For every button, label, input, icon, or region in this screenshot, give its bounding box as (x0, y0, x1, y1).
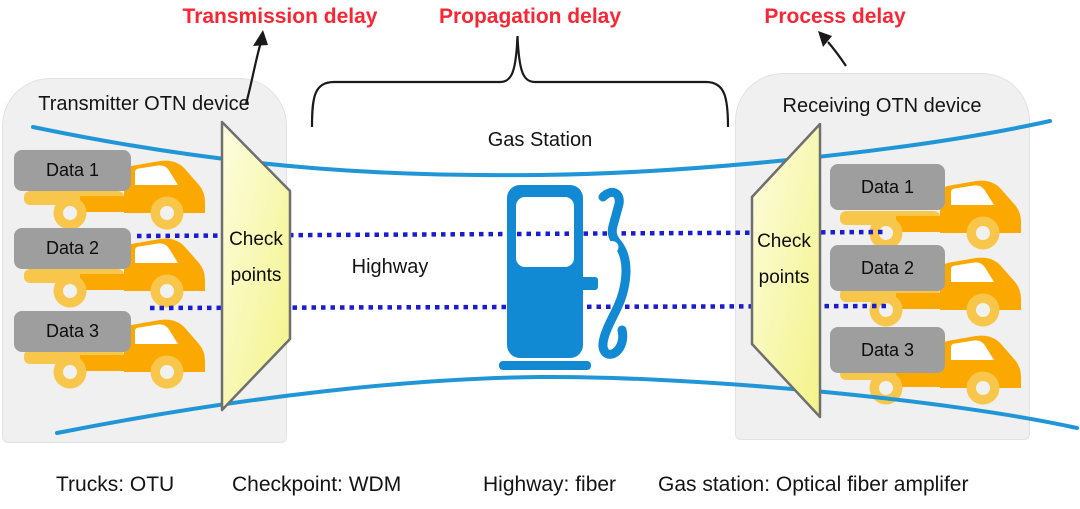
data-box: Data 2 (14, 228, 131, 269)
data-box-label: Data 2 (860, 257, 915, 278)
checkpoint-label-right: Check points (747, 224, 821, 296)
propagation-delay-label: Propagation delay (438, 5, 622, 28)
data-box-label: Data 1 (45, 160, 100, 180)
data-box: Data 3 (830, 327, 945, 373)
transmitter-device-title: Transmitter OTN device (38, 93, 250, 115)
legend-trucks: Trucks: OTU (56, 473, 175, 496)
checkpoint-label-left: Check points (219, 222, 293, 294)
data-box-label: Data 2 (45, 238, 100, 258)
checkpoint-word-1: Check (229, 229, 283, 250)
legend-checkpoint: Checkpoint: WDM (232, 473, 402, 496)
checkpoint-word-1: Check (757, 231, 811, 252)
propagation-brace (310, 35, 730, 128)
data-box-label: Data 3 (45, 321, 100, 341)
transmission-delay-label: Transmission delay (182, 5, 378, 28)
data-box: Data 1 (830, 164, 945, 210)
data-box: Data 2 (830, 245, 945, 291)
gas-pump-icon (499, 185, 631, 370)
checkpoint-word-2: points (230, 265, 282, 286)
process-delay-label: Process delay (764, 5, 906, 28)
legend-highway: Highway: fiber (483, 473, 617, 496)
gas-station-label: Gas Station (487, 129, 593, 151)
legend-gas-station: Gas station: Optical fiber amplifer (658, 473, 969, 496)
process-arrow-icon (818, 31, 847, 67)
data-box: Data 3 (14, 311, 131, 352)
checkpoint-word-2: points (758, 267, 810, 288)
data-box-label: Data 3 (860, 339, 915, 360)
data-box: Data 1 (14, 150, 131, 191)
data-box-label: Data 1 (860, 176, 915, 197)
receiving-device-title: Receiving OTN device (782, 95, 982, 117)
highway-label: Highway (351, 256, 429, 278)
